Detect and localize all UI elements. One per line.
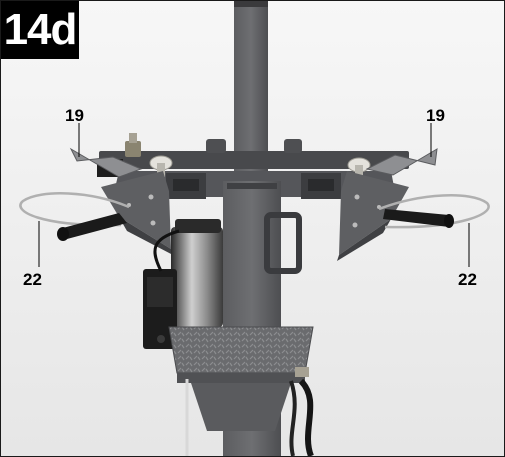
callout-19-left: 19 [65, 106, 84, 125]
motor [171, 227, 223, 327]
callout-22-right: 22 [458, 270, 477, 289]
callout-19-right: 19 [426, 106, 445, 125]
figure-label: 14d [1, 1, 79, 59]
callout-22-left: 22 [23, 270, 42, 289]
tread-plate [168, 326, 314, 374]
